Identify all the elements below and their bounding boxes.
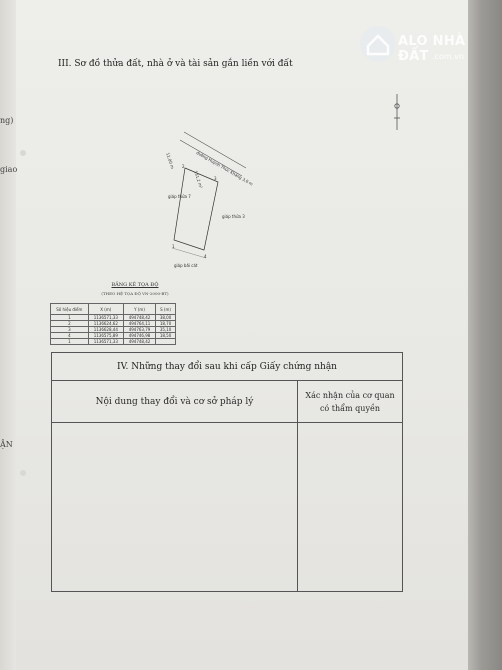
- section-iv-body: [52, 423, 402, 591]
- change-content-cell: [52, 423, 298, 591]
- table-cell: 494748,42: [122, 338, 157, 345]
- column-header: Số hiệu điểm: [50, 303, 89, 315]
- margin-mark-icon: [394, 94, 400, 130]
- page-left-edge: [0, 0, 16, 670]
- background-surface: [468, 0, 502, 670]
- parcel-sketch: [171, 131, 247, 259]
- coord-table-title: BẢNG KÊ TỌA ĐỘ: [111, 282, 159, 288]
- house-logo-icon: [360, 26, 396, 62]
- vertex-label: 1: [172, 244, 175, 249]
- authority-confirmation-header: Xác nhận của cơ quan có thẩm quyền: [305, 390, 395, 413]
- certificate-page: ng) giao ẬN III. Sơ đồ thửa đất, nhà ở v…: [0, 0, 470, 670]
- coord-table-subtitle: (THEO HỆ TỌA ĐỘ VN-2000-BT): [101, 291, 169, 296]
- watermark-domain: .com.vn: [432, 52, 464, 61]
- punch-hole: [20, 470, 26, 476]
- section-iv-table: IV. Những thay đổi sau khi cấp Giấy chứn…: [51, 352, 403, 592]
- watermark-logo: ALO NHÀ ĐẤT .com.vn: [360, 22, 470, 70]
- neighbor-right-label: giáp thửa 3: [222, 214, 245, 219]
- column-header: S (m): [155, 303, 176, 315]
- margin-fragment: ẬN: [0, 440, 13, 449]
- section-iv-title: IV. Những thay đổi sau khi cấp Giấy chứn…: [52, 353, 402, 381]
- table-cell: 1136571,33: [87, 338, 124, 345]
- table-cell: 1: [50, 338, 89, 345]
- section-iii-title: III. Sơ đồ thửa đất, nhà ở và tài sản gắ…: [58, 59, 293, 69]
- vertex-label: 2: [182, 164, 185, 169]
- table-header-row: Số hiệu điểm X (m) Y (m) S (m): [50, 303, 176, 315]
- column-header: X (m): [87, 303, 124, 315]
- punch-hole: [20, 150, 26, 156]
- table-row: 1 1136571,33 494748,42: [50, 338, 176, 345]
- margin-fragment: giao: [0, 165, 18, 174]
- vertex-label: 3: [214, 176, 217, 181]
- table-cell: [155, 338, 176, 345]
- coordinate-table: Số hiệu điểm X (m) Y (m) S (m) 1 1136571…: [50, 303, 176, 345]
- vertex-label: 4: [204, 254, 207, 259]
- margin-fragment: ng): [0, 116, 14, 125]
- section-iv-header-row: Nội dung thay đổi và cơ sở pháp lý Xác n…: [52, 381, 402, 423]
- column-header: Y (m): [122, 303, 157, 315]
- change-content-header: Nội dung thay đổi và cơ sở pháp lý: [52, 381, 298, 422]
- watermark-brand: ALO NHÀ ĐẤT: [398, 34, 466, 64]
- neighbor-bottom-label: giáp bãi cát: [174, 263, 198, 268]
- neighbor-left-label: giáp thửa 7: [168, 194, 191, 199]
